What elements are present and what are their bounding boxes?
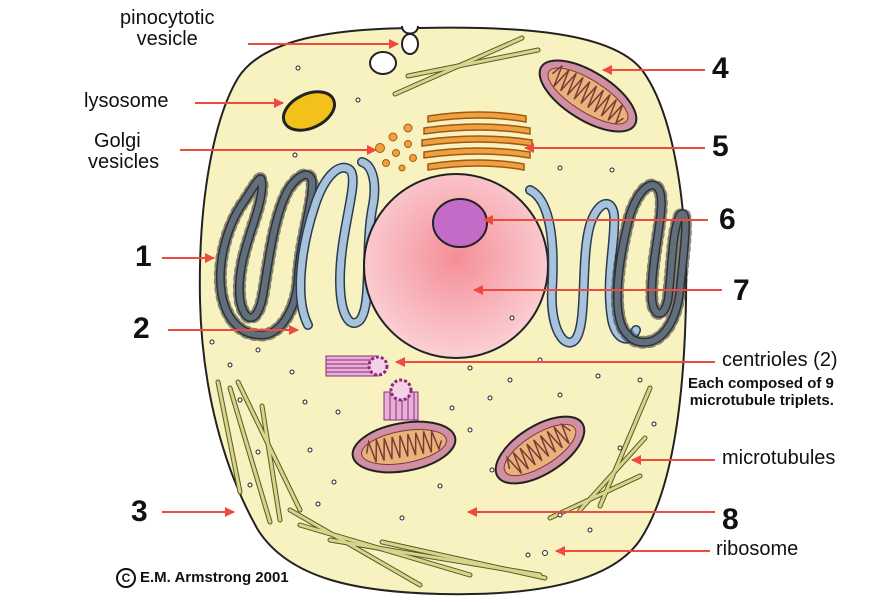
label-5: 5 bbox=[712, 130, 729, 163]
golgi-vesicles bbox=[375, 123, 417, 172]
label-7: 7 bbox=[733, 274, 750, 307]
centriole-horizontal bbox=[325, 355, 389, 377]
label-centrioles: centrioles (2) bbox=[722, 349, 838, 371]
label-pinocytotic-line2: vesicle bbox=[136, 28, 198, 50]
label-golgi-vesicles: Golgi vesicles bbox=[88, 131, 159, 173]
label-golgi-line2: vesicles bbox=[88, 151, 160, 173]
smooth-er-right bbox=[525, 185, 641, 348]
copyright-icon: C bbox=[116, 568, 136, 588]
mitochondrion-bottom-right bbox=[494, 415, 586, 485]
label-lysosome: lysosome bbox=[84, 90, 169, 112]
credit-text: E.M. Armstrong 2001 bbox=[140, 568, 289, 586]
label-pinocytotic-line1: pinocytotic bbox=[120, 7, 215, 29]
nucleolus bbox=[432, 198, 488, 248]
golgi-apparatus bbox=[421, 111, 533, 171]
microtubules-fill bbox=[216, 36, 652, 587]
label-centrioles-note-line2: microtubule triplets. bbox=[689, 392, 834, 410]
lysosome bbox=[281, 90, 337, 132]
mitochondrion-bottom-left bbox=[351, 420, 457, 474]
rough-er-left bbox=[213, 168, 319, 342]
label-2: 2 bbox=[133, 312, 150, 345]
label-1: 1 bbox=[135, 240, 152, 273]
label-6: 6 bbox=[719, 203, 736, 236]
label-8: 8 bbox=[722, 503, 739, 536]
membrane-pit bbox=[401, 25, 419, 35]
label-3: 3 bbox=[131, 495, 148, 528]
centriole-vertical bbox=[383, 378, 419, 421]
label-ribosome: ribosome bbox=[716, 538, 799, 560]
mitochondrion-top bbox=[538, 59, 638, 133]
arrows bbox=[162, 39, 722, 556]
rough-er-right bbox=[610, 178, 692, 349]
label-pinocytotic-vesicle: pinocytotic vesicle bbox=[120, 8, 215, 50]
label-centrioles-note: Each composed of 9 microtubule triplets. bbox=[688, 375, 834, 410]
label-golgi-line1: Golgi bbox=[94, 130, 141, 152]
label-microtubules: microtubules bbox=[722, 447, 836, 469]
smooth-er-left bbox=[295, 157, 380, 330]
label-4: 4 bbox=[712, 52, 729, 85]
ribosomes bbox=[209, 65, 657, 558]
label-centrioles-note-line1: Each composed of 9 bbox=[688, 375, 834, 392]
